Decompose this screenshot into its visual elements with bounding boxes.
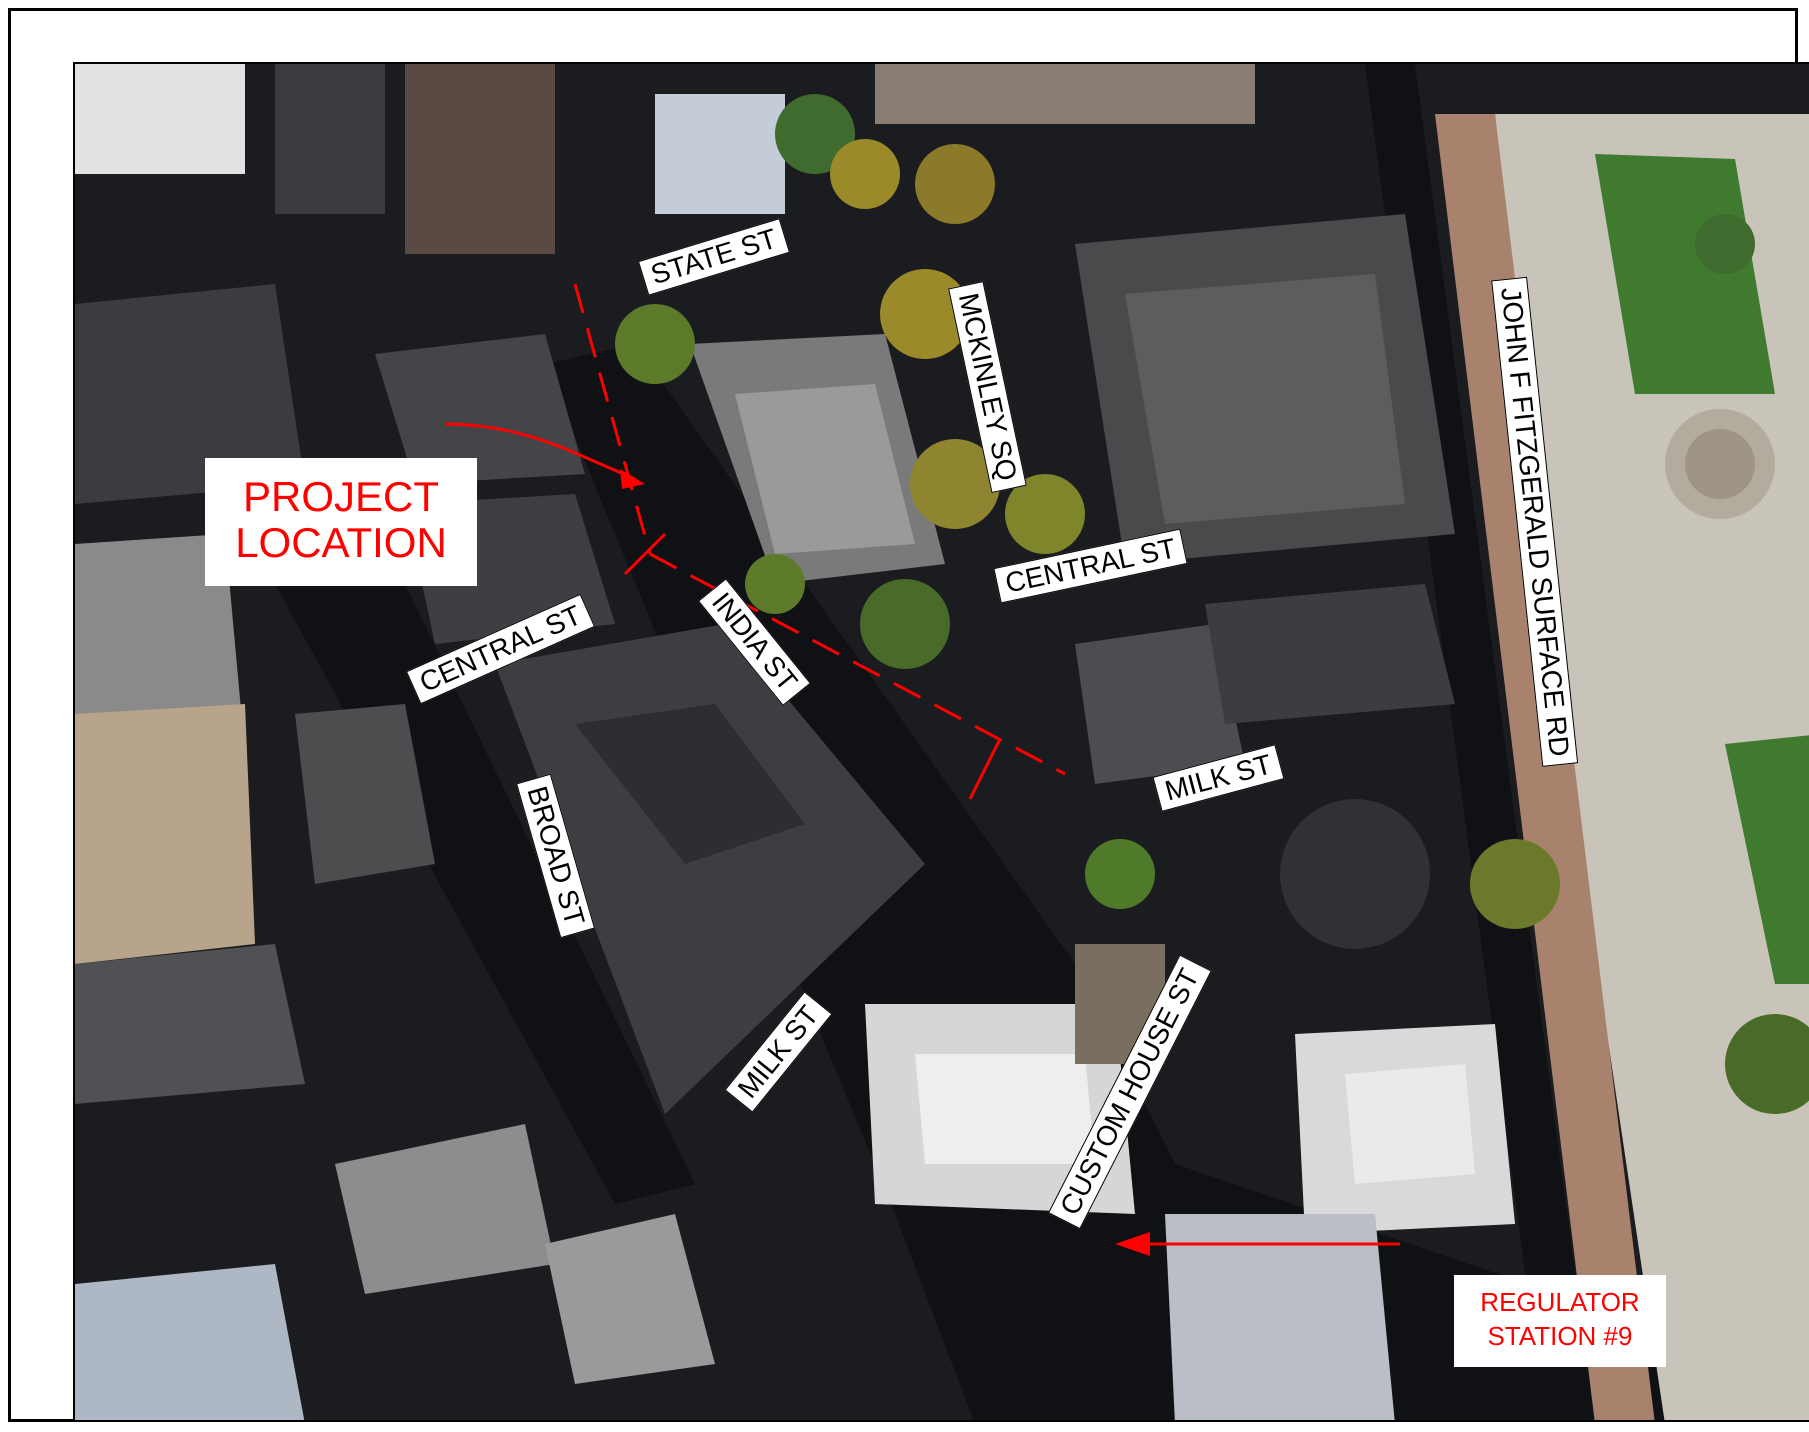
arrow-icon bbox=[444, 422, 636, 481]
greenway-plaza bbox=[1435, 114, 1809, 1420]
dashed-route-line bbox=[573, 283, 652, 555]
building-roofs bbox=[75, 64, 1515, 1420]
project-callout-line2: LOCATION bbox=[235, 519, 447, 566]
project-route bbox=[444, 283, 1400, 1246]
project-callout-line1: PROJECT bbox=[242, 473, 439, 520]
project-arrowhead bbox=[620, 469, 645, 489]
dashed-route-line bbox=[649, 552, 1066, 776]
project-location-callout: PROJECT LOCATION bbox=[205, 458, 477, 586]
map-frame: STATE ST MCKINLEY SQ JOHN F FITZGERALD S… bbox=[8, 8, 1809, 1422]
aerial-map: STATE ST MCKINLEY SQ JOHN F FITZGERALD S… bbox=[73, 62, 1809, 1422]
regulator-callout-line2: STATION #9 bbox=[1487, 1321, 1633, 1351]
route-end-tick bbox=[623, 532, 667, 576]
regulator-callout-line1: REGULATOR bbox=[1480, 1287, 1640, 1317]
route-end-tick bbox=[968, 738, 1002, 800]
trees bbox=[615, 94, 1809, 1114]
regulator-station-callout: REGULATOR STATION #9 bbox=[1454, 1275, 1666, 1367]
regulator-arrowhead bbox=[1115, 1232, 1150, 1256]
